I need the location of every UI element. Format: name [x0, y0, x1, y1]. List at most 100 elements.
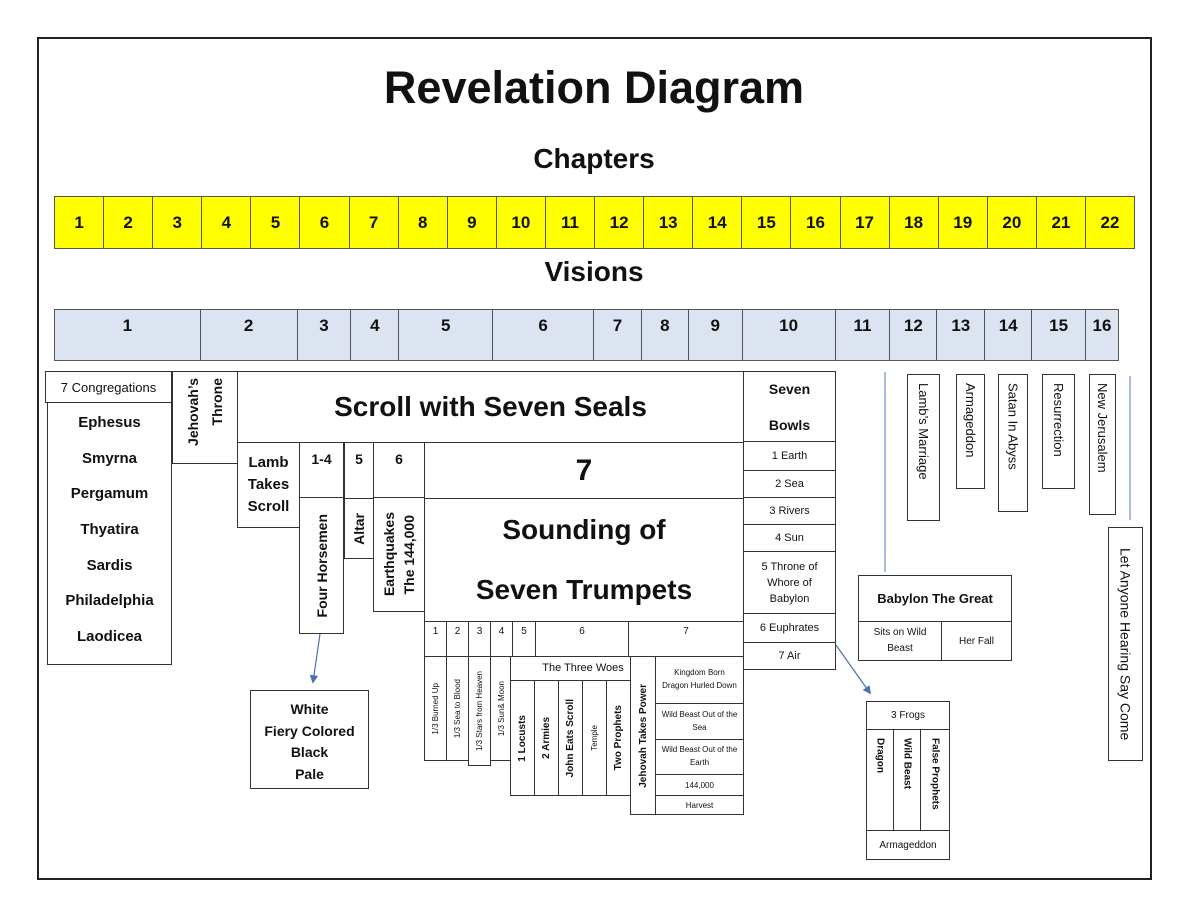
- closing-statement: Let Anyone Hearing Say Come: [1108, 527, 1143, 761]
- vision-cell: 2: [201, 310, 298, 360]
- frogs-arrow: [835, 644, 871, 695]
- seventh-144000-label: 144,000: [685, 780, 714, 790]
- vision-cell: 15: [1032, 310, 1087, 360]
- vision-cell: 12: [890, 310, 938, 360]
- chapter-cell: 10: [497, 197, 546, 248]
- seal-1-4: 1-4: [299, 442, 344, 498]
- armageddon: Armageddon: [956, 374, 985, 489]
- babylon-fall-label: Her Fall: [958, 635, 994, 647]
- congregation-item: Thyatira: [80, 521, 139, 539]
- chapter-cell: 20: [988, 197, 1037, 248]
- vision-cell: 11: [836, 310, 891, 360]
- horseman-color: Black: [290, 744, 329, 760]
- wild-beast-earth-label: Wild Beast Out of the Earth: [661, 745, 738, 767]
- babylon-fall: Her Fall: [941, 621, 1012, 661]
- scroll-title-box: Scroll with Seven Seals: [237, 371, 744, 443]
- chapter-cell: 17: [841, 197, 890, 248]
- trumpets-title-box: Sounding of Seven Trumpets: [424, 498, 744, 622]
- trumpets-title-line2: Seven Trumpets: [475, 574, 693, 605]
- trumpets-title-line1: Sounding of: [502, 514, 666, 545]
- trumpet-num-6-label: 6: [579, 626, 585, 637]
- chapter-cell: 16: [791, 197, 841, 248]
- seal-1-4-label: 1-4: [311, 451, 332, 467]
- chapter-cell: 18: [890, 197, 939, 248]
- bowl-2-label: 2 Sea: [775, 477, 804, 490]
- chapter-cell: 15: [742, 197, 792, 248]
- babylon-title: Babylon The Great: [858, 575, 1012, 622]
- new-jerusalem: New Jerusalem: [1089, 374, 1116, 515]
- bowl-7-label: 7 Air: [778, 649, 801, 662]
- horseman-color: Pale: [295, 765, 324, 782]
- bowl-1: 1 Earth: [743, 441, 836, 471]
- harvest-label: Harvest: [685, 800, 714, 810]
- bowl-4: 4 Sun: [743, 524, 836, 552]
- frog-dragon: Dragon: [866, 729, 894, 831]
- bowl-6-label: 6 Euphrates: [759, 621, 820, 634]
- chapter-cell: 13: [644, 197, 694, 248]
- seal-6: 6: [373, 442, 425, 498]
- chapter-cell: 9: [448, 197, 497, 248]
- kingdom-born: Kingdom Born Dragon Hurled Down: [655, 656, 744, 704]
- kingdom-born-label: Kingdom Born Dragon Hurled Down: [662, 668, 737, 690]
- chapter-cell: 5: [251, 197, 301, 248]
- frog-wild-beast-label: Wild Beast: [901, 738, 913, 790]
- three-woes-label: The Three Woes: [542, 662, 624, 675]
- seal-7-label: 7: [575, 453, 593, 487]
- four-horsemen: Four Horsemen: [299, 497, 344, 634]
- chapters-heading: Chapters: [533, 143, 655, 174]
- congregation-item: Sardis: [86, 556, 133, 574]
- frogs-armageddon: Armageddon: [866, 830, 950, 860]
- vision-cell: 4: [351, 310, 400, 360]
- bowl-3-label: 3 Rivers: [769, 504, 810, 517]
- vision-cell: 16: [1092, 316, 1112, 335]
- frogs-armageddon-label: Armageddon: [879, 839, 937, 851]
- satan-in-abyss-label: Satan In Abyss: [1005, 383, 1021, 470]
- bowls-title-line2: Bowls: [768, 416, 811, 433]
- trumpet-num-6: 6: [535, 621, 629, 657]
- page-title: Revelation Diagram: [383, 62, 805, 113]
- chapter-cell: 19: [939, 197, 988, 248]
- vision-cell: 13: [937, 310, 986, 360]
- vision-cell: 7: [594, 310, 642, 360]
- horsemen-arrow: [309, 633, 321, 684]
- chapter-cell: 2: [104, 197, 154, 248]
- frogs-header-label: 3 Frogs: [891, 710, 925, 721]
- seal-6-label: 6: [395, 451, 403, 467]
- lamb-takes-scroll-label: Lamb Takes Scroll: [247, 454, 290, 515]
- chapter-cell: 11: [546, 197, 596, 248]
- lambs-marriage: Lamb’s Marriage: [907, 374, 940, 521]
- closing-statement-label: Let Anyone Hearing Say Come: [1117, 547, 1134, 741]
- armageddon-label: Armageddon: [963, 383, 978, 458]
- chapter-cell: 22: [1100, 212, 1120, 232]
- vision-cell: 6: [493, 310, 594, 360]
- babylon-sits: Sits on Wild Beast: [858, 621, 942, 661]
- bowl-4-label: 4 Sun: [775, 531, 804, 544]
- scroll-title: Scroll with Seven Seals: [334, 391, 647, 422]
- wild-beast-sea: Wild Beast Out of the Sea: [655, 703, 744, 740]
- vision-cell: 3: [298, 310, 352, 360]
- bowl-3: 3 Rivers: [743, 497, 836, 525]
- chapter-cell: 1: [55, 197, 105, 248]
- wild-beast-earth: Wild Beast Out of the Earth: [655, 739, 744, 775]
- frog-dragon-label: Dragon: [874, 738, 886, 773]
- bowl-5-label: 5 Throne of Whore of Babylon: [761, 560, 818, 605]
- jehovah-takes-power: Jehovah Takes Power: [630, 656, 656, 815]
- new-jerusalem-label: New Jerusalem: [1095, 383, 1110, 473]
- trumpet-num-5-label: 5: [521, 626, 527, 637]
- vision-cell: 10: [743, 310, 836, 360]
- congregations-header: 7 Congregations: [45, 371, 172, 403]
- bowl-1-label: 1 Earth: [771, 449, 808, 462]
- bowls-title-line1: Seven: [768, 380, 811, 397]
- earthquakes-144000: Earthquakes The 144,000: [373, 497, 425, 612]
- bowl-6: 6 Euphrates: [743, 613, 836, 643]
- altar: Altar: [344, 498, 374, 559]
- congregation-item: Laodicea: [76, 628, 143, 646]
- chapter-cell: 21: [1037, 197, 1086, 248]
- chapter-cell: 3: [153, 197, 203, 248]
- woe-2-armies: 2 Armies: [534, 680, 559, 796]
- congregations-header-label: 7 Congregations: [60, 379, 157, 395]
- vision-cell: 8: [642, 310, 689, 360]
